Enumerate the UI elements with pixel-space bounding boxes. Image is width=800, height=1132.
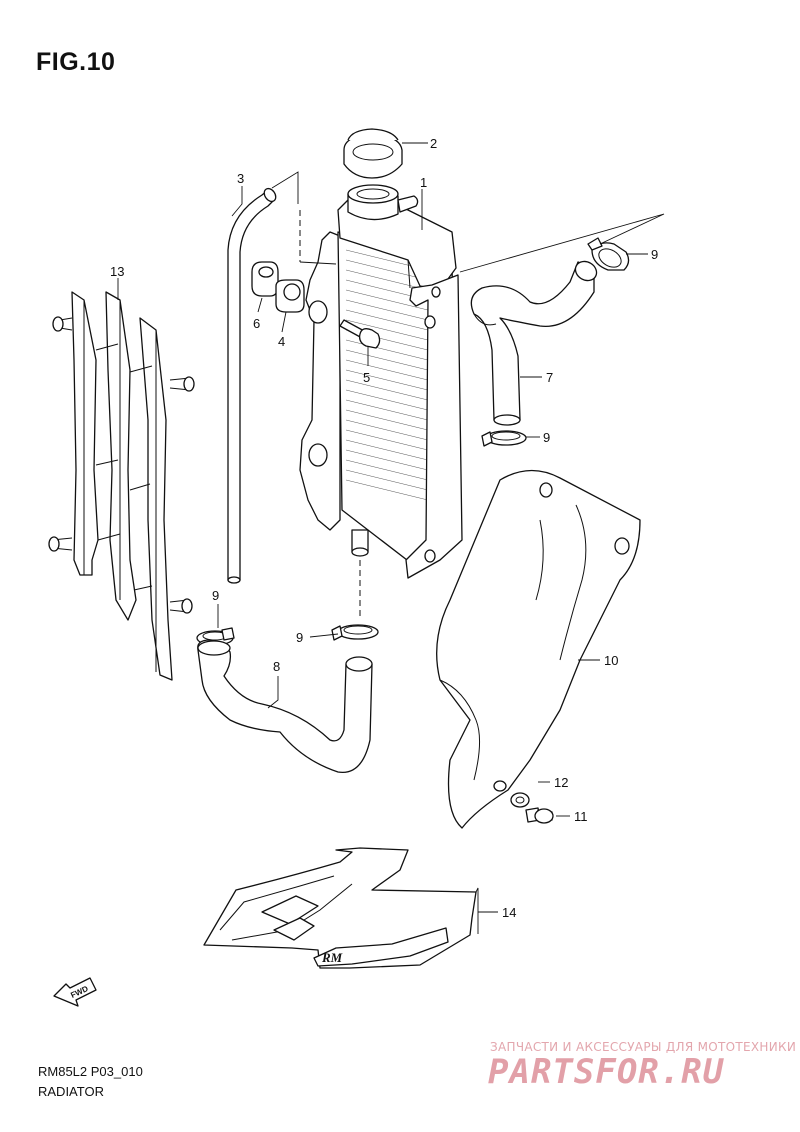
radiator-core [299, 184, 463, 579]
diagram-code: RM85L2 P03_010 [38, 1064, 143, 1079]
mounting-bolt [339, 319, 381, 349]
diagram-name: RADIATOR [38, 1084, 104, 1099]
callout-14: 14 [502, 905, 516, 920]
callout-2: 2 [430, 136, 437, 151]
forward-arrow-marker: FWD [53, 977, 97, 1007]
watermark-brand: PARTSFOR.RU [488, 1052, 725, 1092]
callout-5: 5 [363, 370, 370, 385]
watermark-tagline: ЗАПЧАСТИ И АКСЕССУАРЫ ДЛЯ МОТОТЕХНИКИ [490, 1040, 797, 1054]
callout-9-mid-right: 9 [543, 430, 550, 445]
shroud-washer [510, 792, 530, 808]
callout-8: 8 [273, 659, 280, 674]
callout-12: 12 [554, 775, 568, 790]
upper-water-hose [470, 260, 598, 426]
callout-13: 13 [110, 264, 124, 279]
alignment-lines [299, 210, 665, 618]
hose-clamp-mid [481, 430, 527, 447]
hose-clamp-lower-right [331, 624, 379, 641]
fig-title: FIG.10 [36, 48, 116, 76]
callout-10: 10 [604, 653, 618, 668]
radiator-shroud [436, 469, 641, 829]
callout-9-top-right: 9 [651, 247, 658, 262]
shroud-bolt [525, 807, 554, 824]
leader-lines [117, 142, 648, 934]
callout-4: 4 [278, 334, 285, 349]
radiator-guard-louver [48, 291, 195, 681]
radiator-cap [343, 128, 403, 179]
shroud-decal: RM [203, 847, 477, 969]
callout-6: 6 [253, 316, 260, 331]
callout-labels: 1 2 3 4 5 6 7 8 9 9 9 9 10 11 12 13 14 [110, 136, 658, 920]
callout-11: 11 [574, 809, 588, 824]
callout-9-left: 9 [212, 588, 219, 603]
grommet-collar [251, 261, 305, 313]
decal-rm-lettering: RM [321, 950, 343, 965]
callout-3: 3 [237, 171, 244, 186]
callout-1: 1 [420, 175, 427, 190]
overflow-tube [227, 187, 277, 584]
lower-water-hose [197, 639, 373, 774]
callout-7: 7 [546, 370, 553, 385]
callout-9-center: 9 [296, 630, 303, 645]
